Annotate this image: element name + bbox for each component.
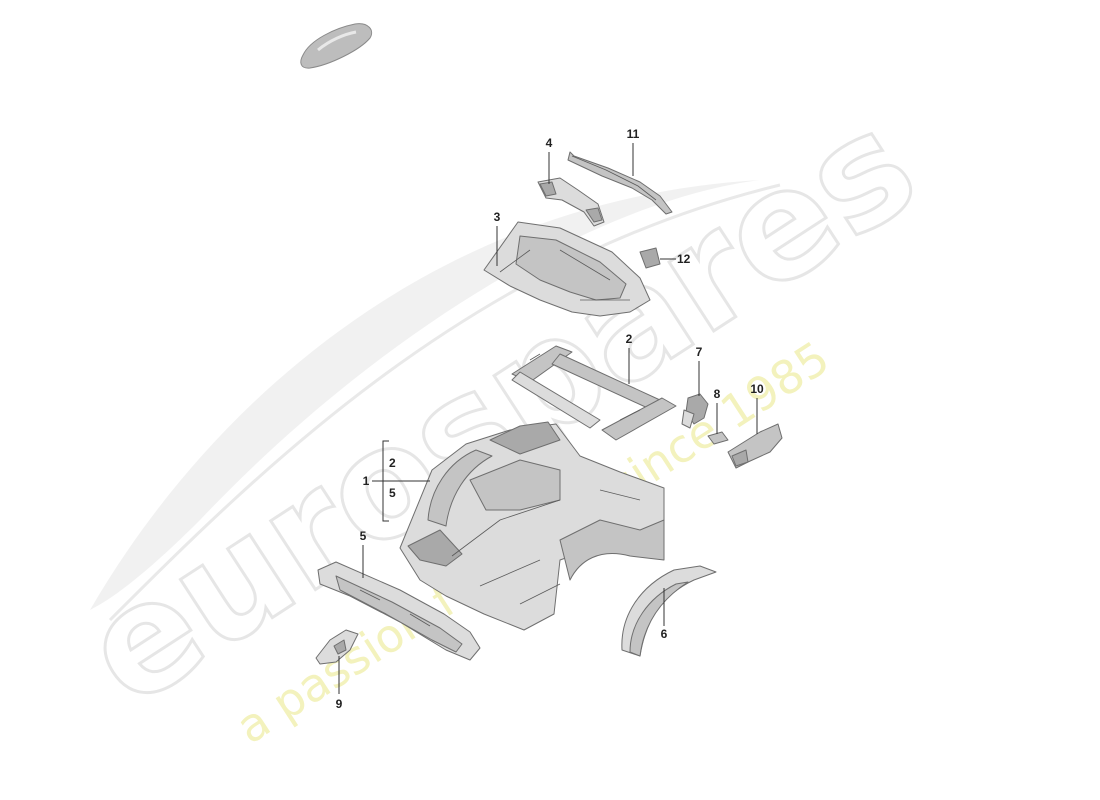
callout-label-10: 10 bbox=[750, 382, 764, 396]
callout-label-8: 8 bbox=[714, 387, 721, 401]
callout-1: 1 2 5 bbox=[363, 440, 430, 522]
watermark-swoosh bbox=[90, 180, 781, 622]
part-1-rear-floor-assembly[interactable] bbox=[399, 421, 665, 631]
watermark-brand-text: eurospares bbox=[55, 78, 945, 740]
part-4-bracket[interactable] bbox=[537, 177, 605, 227]
callout-label-1-sub-2: 2 bbox=[389, 456, 396, 470]
callout-label-4: 4 bbox=[546, 136, 553, 150]
part-3-rear-panel[interactable] bbox=[483, 221, 651, 317]
callout-9: 9 bbox=[336, 656, 343, 711]
car-silhouette-icon[interactable] bbox=[300, 23, 373, 69]
callout-3: 3 bbox=[494, 210, 501, 266]
callout-12: 12 bbox=[660, 252, 691, 266]
callout-label-1-sub-5: 5 bbox=[389, 486, 396, 500]
callout-5: 5 bbox=[360, 529, 367, 578]
callout-label-9: 9 bbox=[336, 697, 343, 711]
callout-6: 6 bbox=[661, 588, 668, 641]
callout-label-11: 11 bbox=[627, 127, 640, 141]
callout-10: 10 bbox=[750, 382, 764, 434]
callout-label-1: 1 bbox=[363, 474, 370, 488]
callout-label-6: 6 bbox=[661, 627, 668, 641]
part-5-longitudinal-member[interactable] bbox=[317, 561, 481, 661]
callout-4: 4 bbox=[546, 136, 553, 184]
part-9-small-bracket[interactable] bbox=[315, 629, 359, 665]
callout-11: 11 bbox=[627, 127, 640, 176]
callout-label-5: 5 bbox=[360, 529, 367, 543]
part-12-tab[interactable] bbox=[639, 247, 661, 269]
part-10-side-bracket[interactable] bbox=[727, 423, 783, 469]
callout-8: 8 bbox=[714, 387, 721, 434]
part-11-rail[interactable] bbox=[567, 151, 673, 215]
part-2-crossmember[interactable] bbox=[511, 345, 677, 441]
callout-2: 2 bbox=[626, 332, 633, 384]
part-7-bracket[interactable] bbox=[681, 393, 709, 429]
callout-label-2: 2 bbox=[626, 332, 633, 346]
callout-7: 7 bbox=[696, 345, 703, 396]
callout-label-3: 3 bbox=[494, 210, 501, 224]
callout-label-12: 12 bbox=[677, 252, 691, 266]
callout-label-7: 7 bbox=[696, 345, 703, 359]
part-6-wheel-arch[interactable] bbox=[621, 565, 717, 657]
watermark-brand: eurospares bbox=[53, 76, 946, 741]
